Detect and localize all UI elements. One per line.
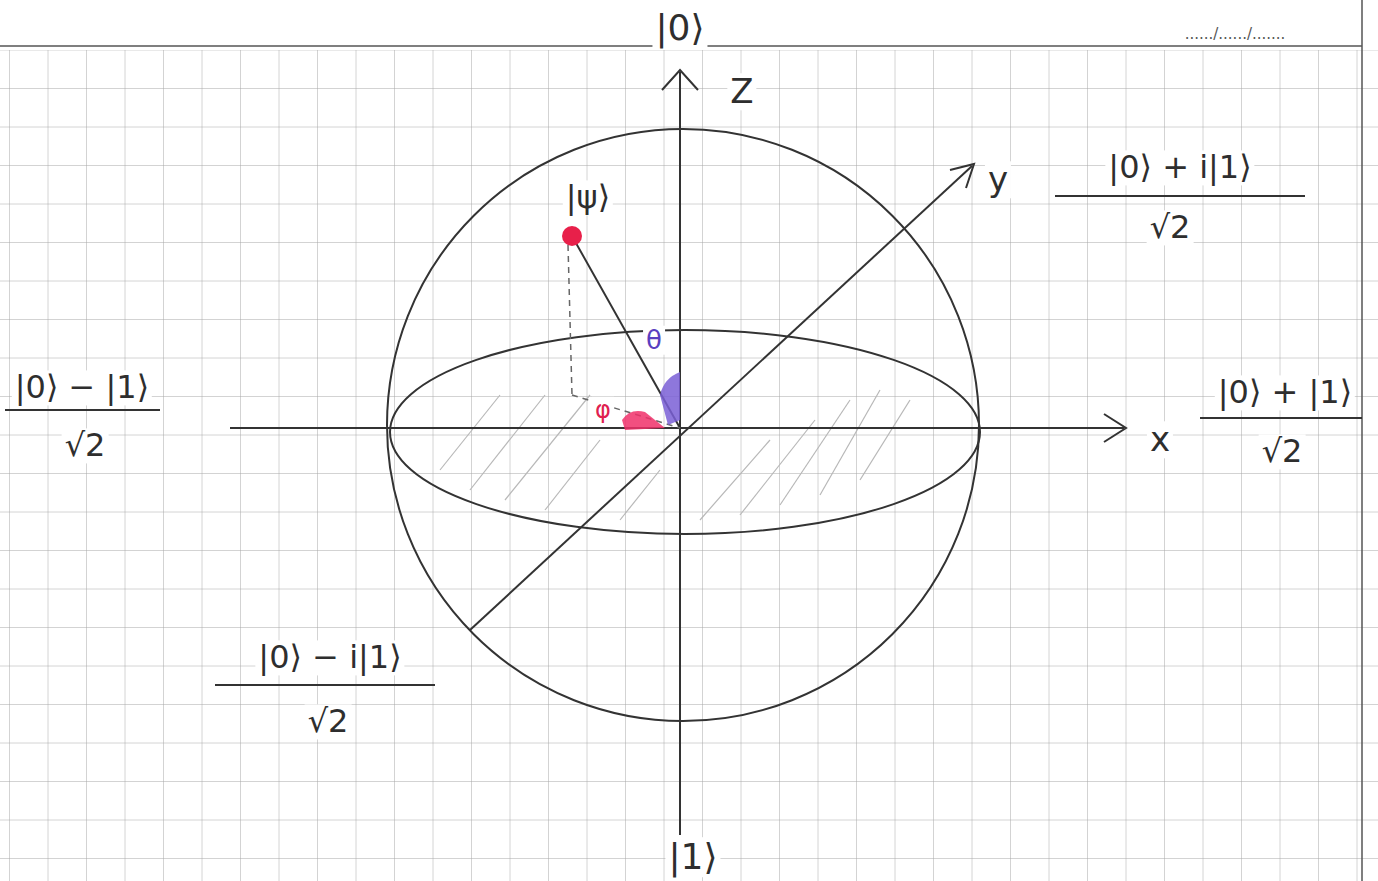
state-denominator: √2 <box>1147 210 1194 245</box>
axis-name: Z <box>727 73 756 110</box>
state-numerator: |0⟩ − i|1⟩ <box>255 640 404 675</box>
angle-phi: φ <box>592 397 614 423</box>
state-denominator: √2 <box>1259 434 1306 469</box>
date-line: ....../....../....... <box>1182 26 1289 43</box>
state-denominator: √2 <box>62 428 109 463</box>
state-numerator: |0⟩ − |1⟩ <box>12 370 152 405</box>
state-numerator: |0⟩ + i|1⟩ <box>1105 150 1254 185</box>
axis-name: y <box>985 161 1011 198</box>
ket-label: |1⟩ <box>665 837 720 877</box>
state-denominator: √2 <box>305 704 352 739</box>
ket-label: |0⟩ <box>652 8 707 48</box>
axis-name: x <box>1147 421 1173 458</box>
state-name: |ψ⟩ <box>563 180 613 215</box>
angle-theta: θ <box>643 326 665 355</box>
state-numerator: |0⟩ + |1⟩ <box>1215 375 1355 410</box>
